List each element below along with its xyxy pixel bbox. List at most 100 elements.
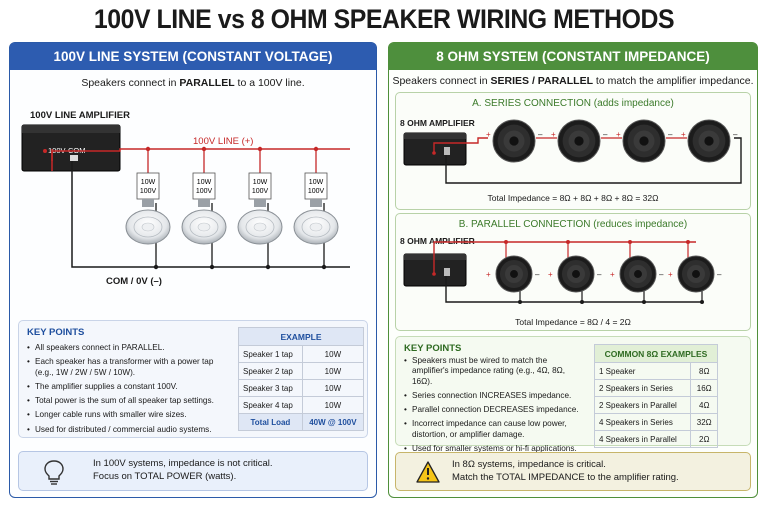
row-value: 2Ω (690, 430, 718, 448)
row-label: 4 Speakers in Series (593, 413, 692, 431)
row-label: Speaker 3 tap (238, 379, 303, 397)
series-plus-2: + (551, 130, 556, 139)
tap-power-1: 10W (141, 179, 156, 186)
series-speaker-4: +– (681, 119, 738, 163)
row-label: Speaker 4 tap (238, 396, 303, 414)
wire-parallel-positive (433, 241, 696, 274)
key-point-item: All speakers connect in PARALLEL. (27, 343, 227, 354)
series-title: A. SERIES CONNECTION (adds impedance) (472, 98, 674, 109)
example-total-value: 40W @ 100V (301, 413, 365, 431)
row-value: 10W (301, 396, 365, 414)
key-point-item: The amplifier supplies a constant 100V. (27, 382, 227, 393)
series-plus-3: + (616, 130, 621, 139)
tap-power-4: 10W (309, 179, 324, 186)
tap-power-3: 10W (253, 179, 268, 186)
tip-box-8ohm: In 8Ω systems, impedance is critical. Ma… (395, 452, 751, 491)
parallel-minus-1: – (535, 270, 540, 279)
key-points-100v: KEY POINTS All speakers connect in PARAL… (18, 320, 368, 438)
tap-voltage-2: 100V (196, 188, 213, 195)
subtitle-100v: Speakers connect in PARALLEL to a 100V l… (81, 77, 305, 89)
parallel-speaker-2: +– (548, 240, 602, 304)
key-point-item: Incorrect impedance can cause low power,… (404, 419, 586, 440)
warning-icon (416, 461, 440, 483)
tip-line1-100v: In 100V systems, impedance is not critic… (93, 458, 273, 469)
diagram-series: +–+–+–+– (403, 119, 742, 184)
example-total-label: Total Load (238, 413, 303, 431)
ceiling-speaker-2: 10W 100V (181, 146, 227, 270)
row-value: 16Ω (690, 379, 718, 397)
series-speaker-2: +– (551, 119, 622, 163)
example-title: EXAMPLE (238, 327, 364, 346)
parallel-plus-3: + (610, 270, 615, 279)
wire-series-negative (445, 137, 742, 184)
parallel-plus-4: + (668, 270, 673, 279)
series-minus-1: – (538, 130, 543, 139)
key-point-item: Used for smaller systems or hi-fi applic… (404, 444, 586, 455)
panel-header-8ohm: 8 OHM SYSTEM (CONSTANT IMPEDANCE) (389, 43, 757, 70)
row-label: 1 Speaker (593, 362, 692, 380)
series-speaker-3: +– (616, 119, 687, 163)
amplifier-series (403, 132, 467, 166)
series-connection-box: A. SERIES CONNECTION (adds impedance) 8 … (395, 92, 751, 210)
panel-100v-line: 100V LINE SYSTEM (CONSTANT VOLTAGE) Spea… (9, 42, 377, 498)
lightbulb-icon (44, 460, 64, 485)
row-value: 8Ω (690, 362, 718, 380)
parallel-minus-4: – (717, 270, 722, 279)
row-value: 10W (301, 345, 365, 363)
parallel-amp-label: 8 OHM AMPLIFIER (400, 236, 475, 246)
parallel-minus-3: – (659, 270, 664, 279)
page-title: 100V LINE vs 8 OHM SPEAKER WIRING METHOD… (93, 4, 675, 34)
amplifier-parallel (403, 253, 467, 287)
series-plus-1: + (486, 130, 491, 139)
row-label: Speaker 1 tap (238, 345, 303, 363)
wire-series-positive (433, 137, 488, 153)
amplifier-100v (21, 124, 121, 172)
tip-line2-8ohm: Match the TOTAL IMPEDANCE to the amplifi… (452, 471, 679, 483)
parallel-connection-box: B. PARALLEL CONNECTION (reduces impedanc… (395, 213, 751, 331)
series-minus-3: – (668, 130, 673, 139)
parallel-minus-2: – (597, 270, 602, 279)
ceiling-speaker-1: 10W 100V (125, 146, 171, 270)
row-value: 32Ω (690, 413, 718, 431)
subtitle-8ohm: Speakers connect in SERIES / PARALLEL to… (392, 75, 754, 87)
series-total: Total Impedance = 8Ω + 8Ω + 8Ω + 8Ω = 32… (487, 193, 659, 203)
row-value: 10W (301, 379, 365, 397)
series-plus-4: + (681, 130, 686, 139)
key-points-title-100v: KEY POINTS (27, 327, 85, 338)
wire-100v-positive (51, 148, 350, 171)
parallel-plus-2: + (548, 270, 553, 279)
line-label-com: COM / 0V (–) (106, 276, 162, 287)
parallel-plus-1: + (486, 270, 491, 279)
series-speaker-1: +– (486, 119, 557, 163)
line-label-positive: 100V LINE (+) (193, 136, 254, 147)
tip-line2-100v: Focus on TOTAL POWER (watts). (93, 470, 237, 482)
diagram-parallel: +–+–+–+– (403, 240, 722, 304)
row-value: 10W (301, 362, 365, 380)
row-label: 4 Speakers in Parallel (593, 430, 692, 448)
series-minus-4: – (733, 130, 738, 139)
tip-line1-8ohm: In 8Ω systems, impedance is critical. (452, 459, 606, 470)
key-point-item: Series connection INCREASES impedance. (404, 391, 586, 402)
row-label: 2 Speakers in Series (593, 379, 692, 397)
parallel-total: Total Impedance = 8Ω / 4 = 2Ω (515, 317, 631, 327)
tap-voltage-3: 100V (252, 188, 269, 195)
key-point-item: Parallel connection DECREASES impedance. (404, 405, 586, 416)
key-points-title-8ohm: KEY POINTS (404, 343, 462, 354)
tap-voltage-1: 100V (140, 188, 157, 195)
key-point-item: Longer cable runs with smaller wire size… (27, 410, 227, 421)
common-examples-title: COMMON 8Ω EXAMPLES (594, 344, 718, 363)
key-point-item: Speakers must be wired to match the ampl… (404, 356, 586, 387)
panel-8-ohm: 8 OHM SYSTEM (CONSTANT IMPEDANCE) Speake… (388, 42, 758, 498)
tap-power-2: 10W (197, 179, 212, 186)
series-minus-2: – (603, 130, 608, 139)
